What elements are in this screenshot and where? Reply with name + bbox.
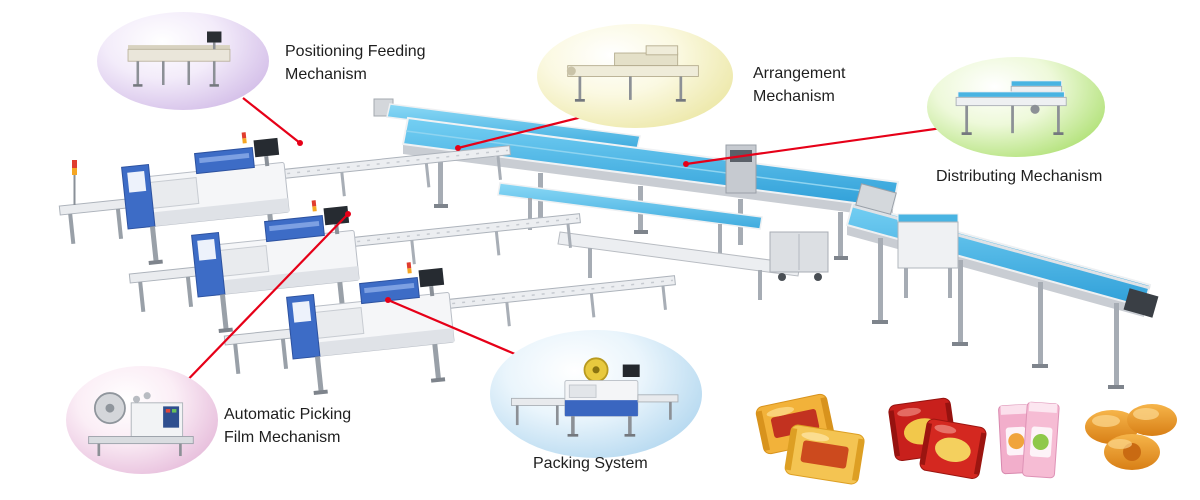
packing-system-machine-image <box>510 357 679 437</box>
callout-oval-automatic-picking <box>66 366 218 474</box>
label-arrangement: Arrangement Mechanism <box>753 65 846 106</box>
right-outfeed-conveyor <box>845 183 1159 389</box>
positioning-feeding-machine-image <box>127 31 231 87</box>
product-pink-pouches <box>998 401 1060 479</box>
callout-oval-packing-system <box>490 330 702 458</box>
control-cabinet <box>769 231 829 281</box>
connector-positioning-feeding <box>242 97 301 144</box>
connector-distributing <box>685 125 950 166</box>
connector-packing-system <box>387 298 537 365</box>
callout-connectors <box>175 97 950 393</box>
automatic-picking-machine-image <box>88 392 194 456</box>
product-red-snack-packets <box>888 397 987 480</box>
distributing-machine-image <box>955 80 1067 135</box>
connector-dots <box>297 140 689 303</box>
label-automatic-picking: Automatic Picking Film Mechanism <box>224 406 352 447</box>
merge-conveyors <box>497 182 801 300</box>
signal-tower <box>72 160 77 205</box>
drive-motor <box>1123 288 1159 318</box>
product-orange-snack-packets <box>755 393 865 485</box>
label-positioning-feeding: Positioning Feeding Mechanism <box>285 43 426 84</box>
callout-oval-arrangement <box>537 24 733 128</box>
distribution-conveyor <box>401 116 900 260</box>
connector-arrangement <box>457 111 599 150</box>
callout-oval-distributing <box>927 57 1105 157</box>
product-baked-buns <box>1085 404 1177 470</box>
callout-oval-positioning-feeding <box>97 12 269 110</box>
label-distributing: Distributing Mechanism <box>936 168 1103 185</box>
label-packing-system: Packing System <box>533 455 648 472</box>
checkweigher-unit <box>897 213 959 298</box>
arrangement-machine-image <box>566 45 699 103</box>
connector-automatic-picking <box>175 213 349 393</box>
transfer-hopper <box>855 183 897 215</box>
